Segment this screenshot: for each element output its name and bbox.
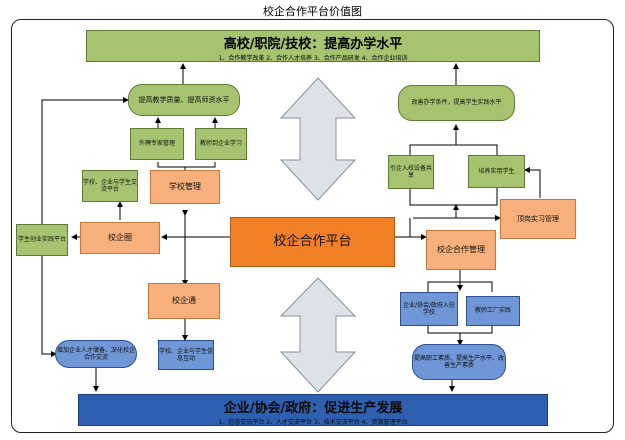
top-band: 高校/职院/技校：提高办学水平 1、合作教学改革 2、合作人才培养 3、合作产品…	[86, 30, 540, 62]
center-platform-box: 校企合作平台	[230, 217, 395, 267]
diagram-frame	[11, 19, 614, 433]
practical-students-box: 培养实用学生	[468, 155, 525, 188]
double-arrow-up-icon	[279, 77, 357, 201]
school-enterprise-exchange-box: 学校、企业与学生交流平台	[82, 170, 138, 202]
improve-conditions-box: 改善办学条件，提高学生实践水平	[398, 85, 515, 121]
enterprise-equipment-box: 引企入校设备共享	[388, 155, 434, 189]
improve-quality-box: 提高职工素质、提高生产水平、改善生产素质	[412, 344, 506, 380]
improve-teaching-box: 提高教学质量、提高师资水平	[128, 84, 240, 116]
bottom-band: 企业/协会/政府：促进生产发展 1、信息交流平台 2、人才交流平台 3、技术交流…	[78, 394, 548, 426]
teacher-practice-box: 教师到企业学习	[195, 128, 247, 160]
enterprise-school-box: 企业/协会/政府入驻学校	[400, 292, 458, 326]
bottom-band-title: 企业/协会/政府：促进生产发展	[223, 401, 403, 416]
double-arrow-down-icon	[279, 277, 357, 393]
teacher-factory-box: 教师工厂实践	[466, 296, 520, 326]
talent-reserve-box: 增加企业人才储备、深化校企合作交流	[55, 340, 137, 368]
diagram-title: 校企合作平台价值图	[263, 5, 362, 18]
internship-mgmt-box: 顶岗实习管理	[500, 199, 576, 239]
student-innovation-box: 学生创业实践平台	[16, 224, 68, 256]
school-mgmt-box: 学校管理	[150, 170, 220, 204]
xiaoqiquan-box: 校企圈	[80, 222, 160, 254]
top-band-title: 高校/职院/技校：提高办学水平	[223, 37, 403, 52]
cooperation-mgmt-box: 校企合作管理	[426, 230, 496, 270]
xiaoqitong-box: 校企通	[148, 283, 220, 319]
bottom-band-subtitle: 1、信息交流平台 2、人才交流平台 3、技术交流平台 4、资源管理平台	[218, 419, 408, 426]
info-interaction-box: 学校、企业与学生信息互动	[158, 340, 214, 370]
top-band-subtitle: 1、合作教学改革 2、合作人才培养 3、合作产品研发 4、合作企业培训	[218, 55, 408, 62]
external-experts-box: 外聘专家管理	[130, 128, 184, 160]
